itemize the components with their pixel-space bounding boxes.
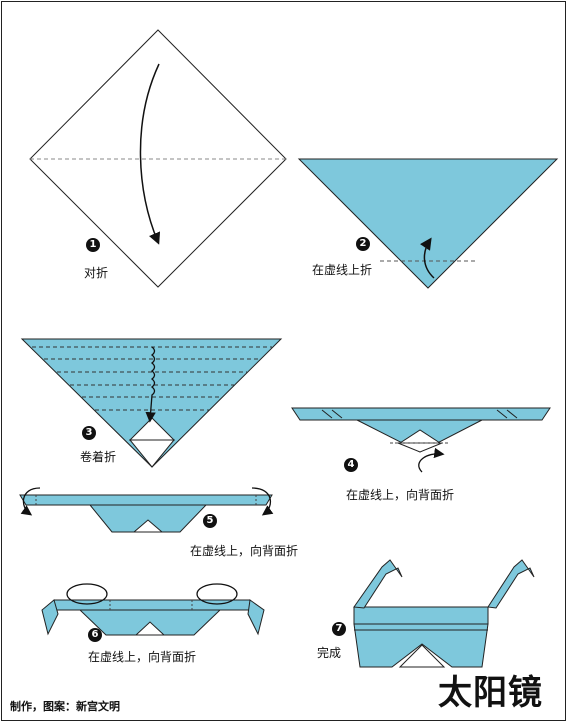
fold-arrow xyxy=(139,63,161,245)
step-instruction: 对折 xyxy=(84,266,109,280)
lens-shape xyxy=(88,504,208,533)
right-arm xyxy=(487,559,535,609)
band xyxy=(19,494,273,506)
step6-diagram xyxy=(41,583,265,636)
step-number-badge: 1 xyxy=(86,238,100,252)
folded-flap xyxy=(128,417,176,441)
step-instruction: 在虚线上，向背面折 xyxy=(346,488,455,502)
fold-arrow xyxy=(418,447,445,473)
step2-diagram xyxy=(297,158,559,289)
band xyxy=(53,599,251,611)
left-arrow xyxy=(20,487,41,516)
triangle-paper xyxy=(297,158,559,289)
roll-arrow xyxy=(145,346,156,423)
step5-diagram xyxy=(19,487,274,533)
white-tip xyxy=(128,439,176,468)
step-instruction: 在虚线上，向背面折 xyxy=(88,650,197,664)
step4-diagram xyxy=(291,407,551,473)
step-number-badge: 3 xyxy=(82,426,96,440)
fold-arrow xyxy=(420,237,435,279)
step1-diagram xyxy=(29,29,287,288)
credits-text: 制作，图案：新宫文明 xyxy=(10,700,120,713)
left-rotate-arrow xyxy=(66,583,108,605)
page-title: 太阳镜 xyxy=(438,673,543,713)
left-temple xyxy=(41,599,59,636)
band xyxy=(291,407,551,421)
step-instruction: 卷着折 xyxy=(80,450,117,464)
step-number-badge: 7 xyxy=(332,622,346,636)
step3-diagram xyxy=(20,338,283,468)
step-number-badge: 4 xyxy=(344,458,358,472)
right-rotate-arrow xyxy=(196,583,238,605)
step-instruction: 在虚线上折 xyxy=(312,263,373,277)
step7-diagram xyxy=(353,559,535,668)
nose-white xyxy=(132,519,164,533)
step-instruction: 完成 xyxy=(317,646,342,660)
right-temple xyxy=(247,599,265,636)
nose-white xyxy=(398,644,446,668)
left-arm xyxy=(353,559,403,609)
frame-lenses xyxy=(353,623,489,668)
step-number-badge: 5 xyxy=(203,514,217,528)
right-arrow xyxy=(251,487,274,516)
nose-white xyxy=(134,621,166,636)
step-number-badge: 2 xyxy=(356,237,370,251)
step-instruction: 在虚线上，向背面折 xyxy=(190,544,299,558)
step-number-badge: 6 xyxy=(88,628,102,642)
white-tip xyxy=(397,442,443,453)
frame-top xyxy=(353,606,489,625)
